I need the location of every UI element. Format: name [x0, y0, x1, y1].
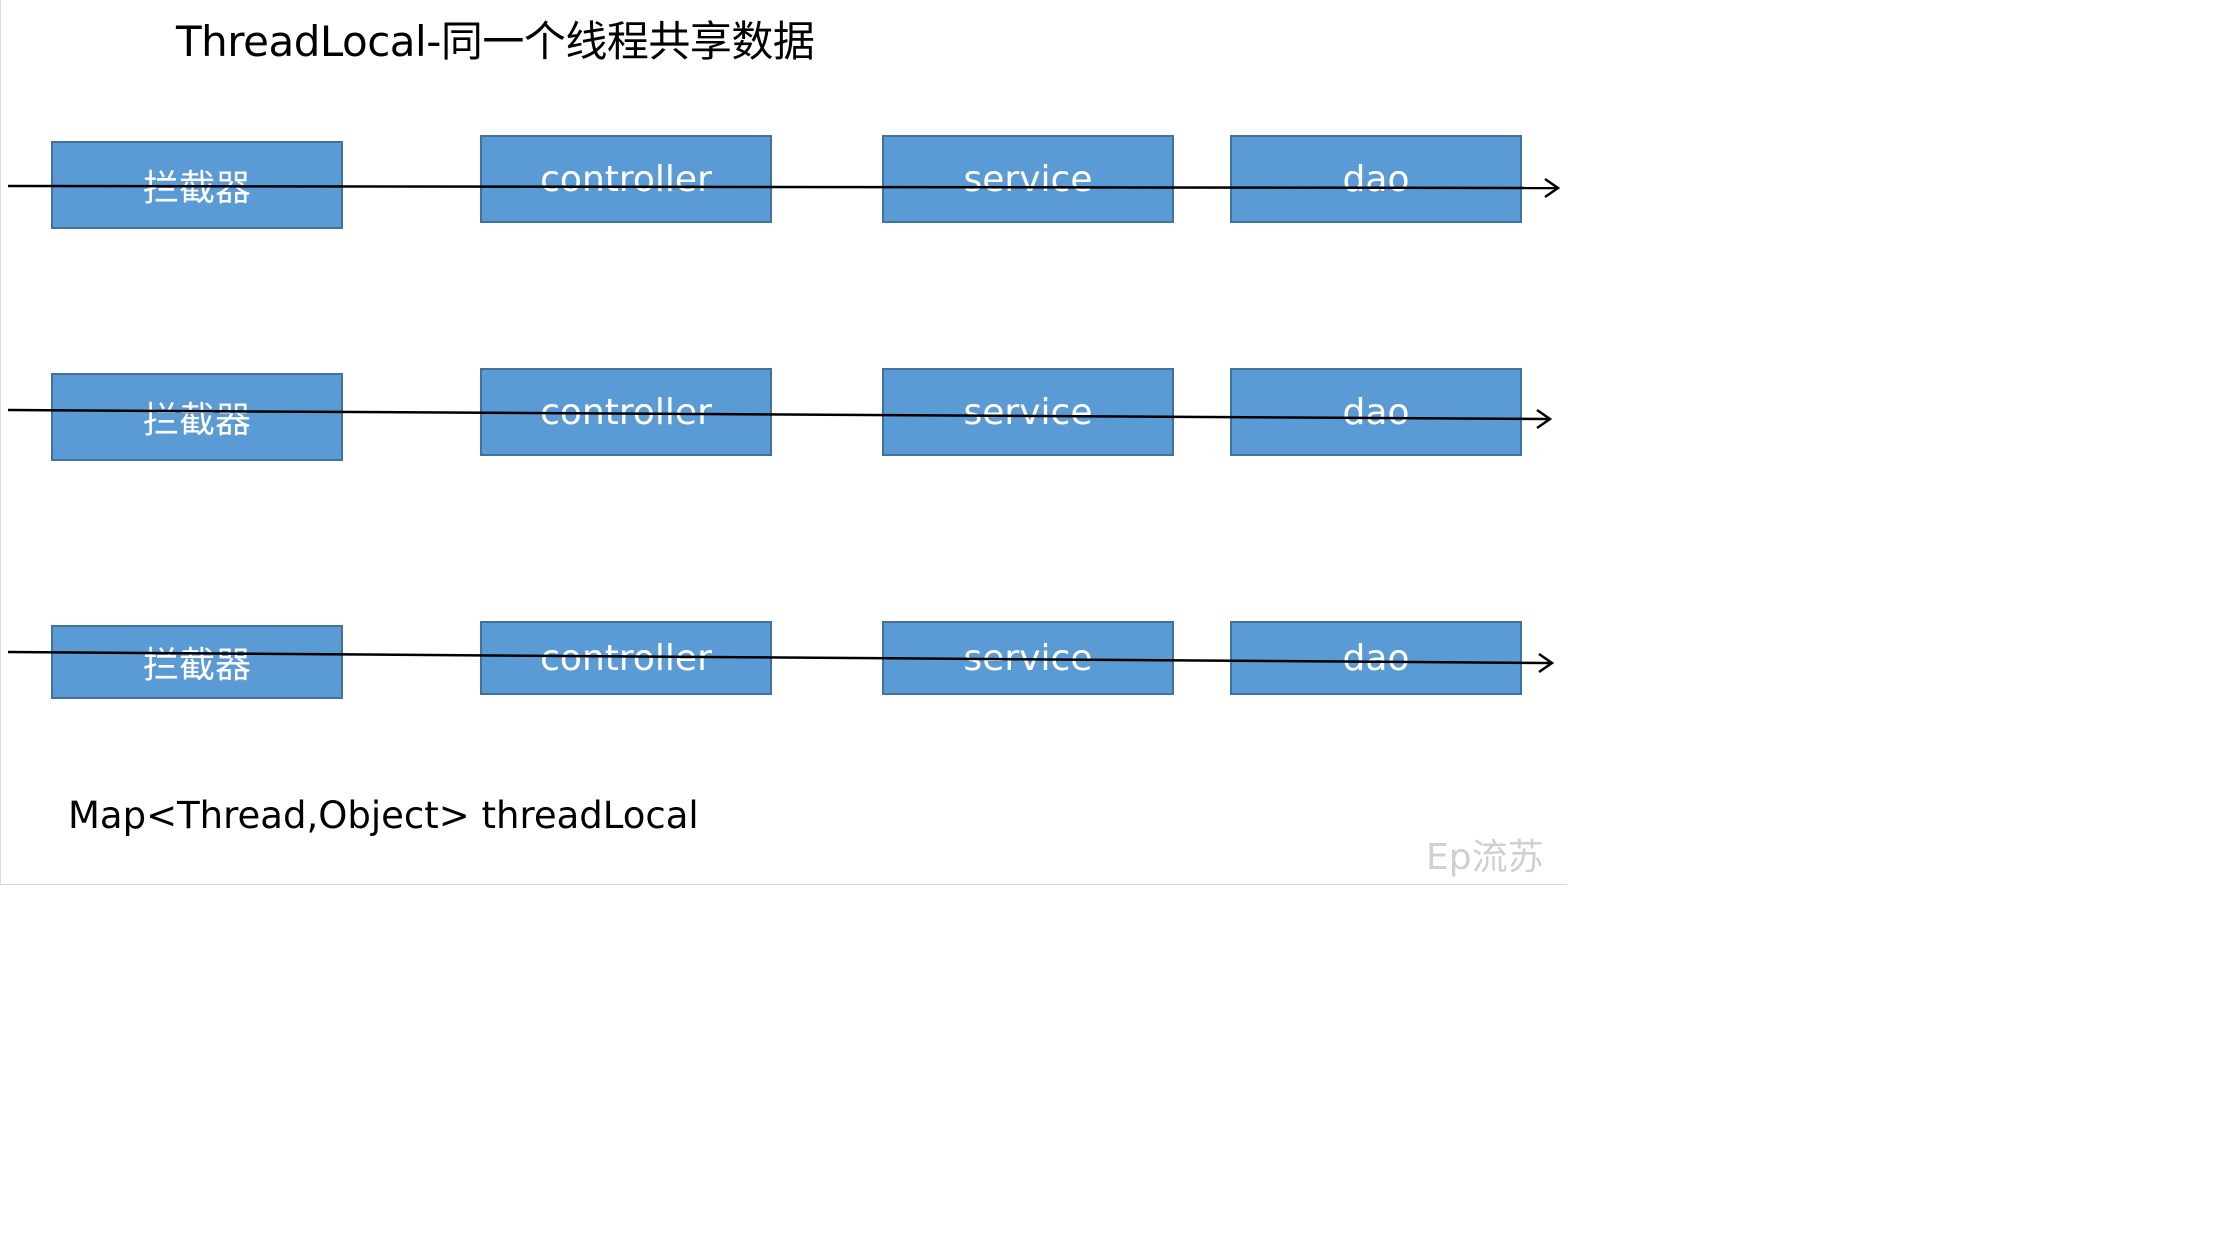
box-label: controller — [540, 158, 712, 200]
box-label: dao — [1342, 637, 1410, 679]
service-box: service — [882, 368, 1174, 456]
dao-box: dao — [1230, 135, 1522, 223]
interceptor-box: 拦截器 — [51, 373, 343, 461]
box-label: 拦截器 — [142, 168, 251, 209]
interceptor-box: 拦截器 — [51, 141, 343, 229]
controller-box: controller — [480, 368, 772, 456]
slide-frame — [0, 0, 1567, 885]
box-label: service — [963, 158, 1093, 200]
box-label: controller — [540, 391, 712, 433]
dao-box: dao — [1230, 621, 1522, 695]
dao-box: dao — [1230, 368, 1522, 456]
box-label: service — [963, 391, 1093, 433]
service-box: service — [882, 621, 1174, 695]
service-box: service — [882, 135, 1174, 223]
controller-box: controller — [480, 135, 772, 223]
watermark: Ep流苏 — [1426, 837, 1544, 878]
box-label: controller — [540, 637, 712, 679]
box-label: dao — [1342, 158, 1410, 200]
controller-box: controller — [480, 621, 772, 695]
box-label: 拦截器 — [142, 400, 251, 441]
box-label: dao — [1342, 391, 1410, 433]
box-label: 拦截器 — [142, 645, 251, 686]
box-label: service — [963, 637, 1093, 679]
slide-title: ThreadLocal-同一个线程共享数据 — [176, 17, 815, 66]
threadlocal-map-label: Map<Thread,Object> threadLocal — [68, 794, 699, 837]
interceptor-box: 拦截器 — [51, 625, 343, 699]
